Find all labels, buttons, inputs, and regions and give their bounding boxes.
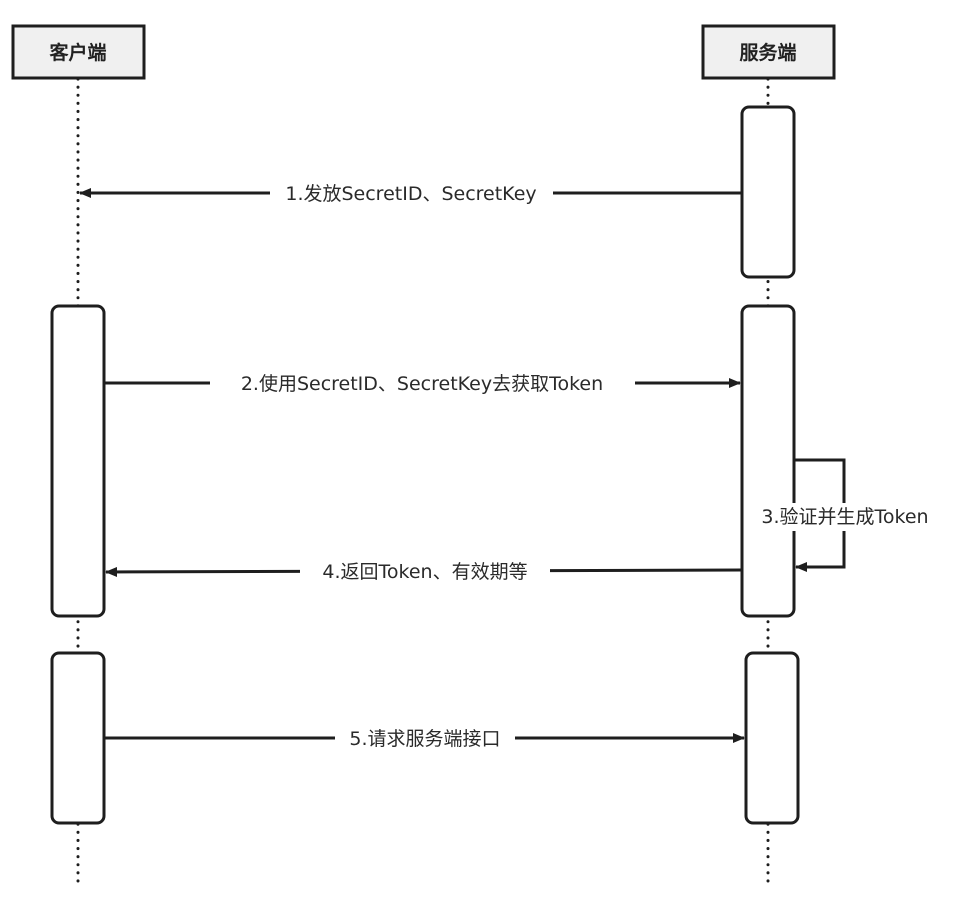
message-2[interactable]: 2.使用SecretID、SecretKey去获取Token [104,370,741,398]
message-5[interactable]: 5.请求服务端接口 [104,725,745,753]
message-5-label: 5.请求服务端接口 [349,728,500,750]
server-activation-1 [740,105,796,279]
actor-server-label: 服务端 [739,41,796,64]
message-4-label: 4.返回Token、有效期等 [322,561,527,583]
client-activation-2 [50,651,106,825]
client-activation-1 [50,304,106,618]
message-3[interactable]: 3.验证并生成Token [746,458,944,572]
server-activation-3 [744,651,800,825]
message-4[interactable]: 4.返回Token、有效期等 [105,558,743,586]
message-3-label: 3.验证并生成Token [761,506,928,528]
message-1[interactable]: 1.发放SecretID、SecretKey [79,180,742,208]
server-activation-2 [740,304,796,618]
actor-server[interactable]: 服务端 [701,24,836,80]
actor-client[interactable]: 客户端 [11,24,146,80]
actor-client-label: 客户端 [49,41,106,64]
message-1-label: 1.发放SecretID、SecretKey [285,183,536,205]
message-2-label: 2.使用SecretID、SecretKey去获取Token [241,373,603,395]
